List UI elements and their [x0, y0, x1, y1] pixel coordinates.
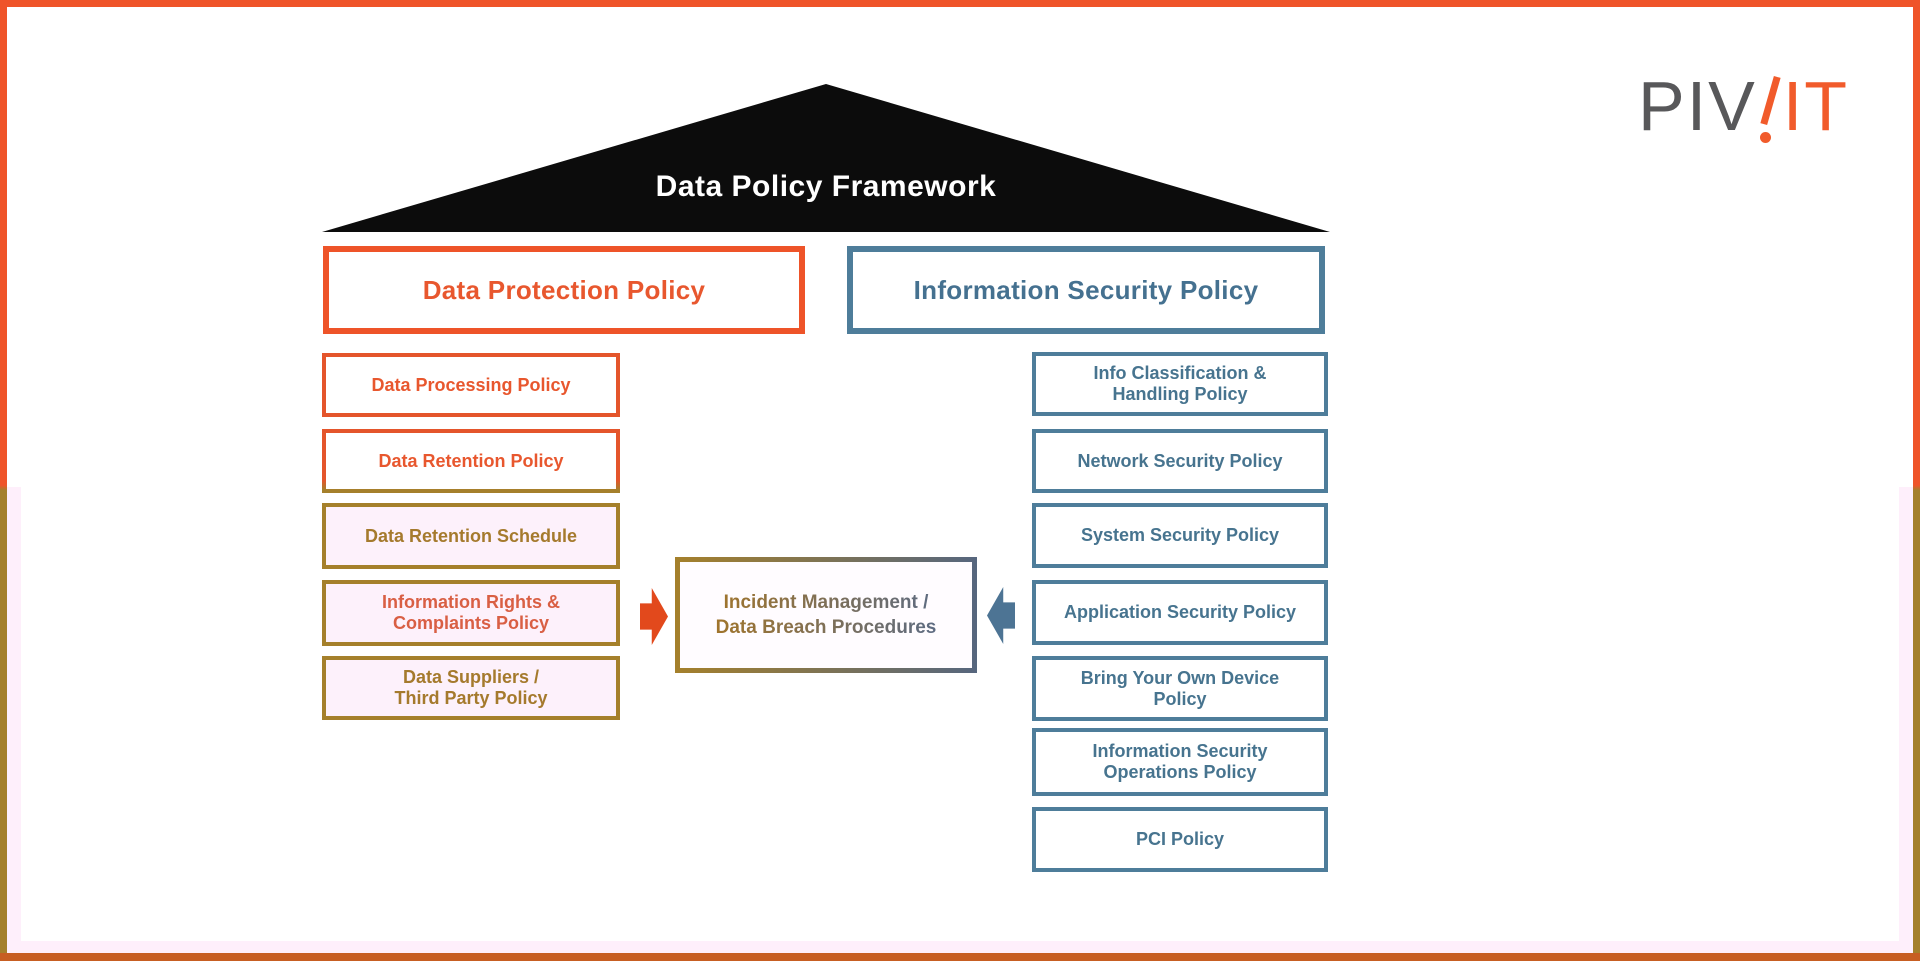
box-info-classification-handling-policy: Info Classification & Handling Policy	[1032, 352, 1328, 416]
information-security-policy-label: Information Security Policy	[913, 274, 1259, 305]
box-label: Data Retention Schedule	[364, 525, 578, 546]
box-network-security-policy: Network Security Policy	[1032, 429, 1328, 493]
box-label: Info Classification & Handling Policy	[1093, 363, 1267, 404]
box-data-retention-policy: Data Retention Policy	[322, 429, 620, 493]
box-data-retention-schedule: Data Retention Schedule	[322, 503, 620, 569]
information-security-policy-header: Information Security Policy	[847, 246, 1325, 334]
data-protection-policy-label: Data Protection Policy	[422, 274, 706, 305]
box-data-processing-policy: Data Processing Policy	[322, 353, 620, 417]
arrow-from-protection-icon	[640, 588, 668, 645]
box-label: Network Security Policy	[1077, 450, 1283, 471]
box-label: Data Suppliers / Third Party Policy	[394, 667, 548, 708]
box-system-security-policy: System Security Policy	[1032, 503, 1328, 568]
box-label: Data Processing Policy	[371, 374, 571, 395]
frame-border-right	[1913, 0, 1920, 961]
tint-strip-right	[1899, 487, 1913, 953]
logo-slash-shape	[1760, 75, 1781, 126]
frame-border-left	[0, 0, 7, 961]
box-incident-management-data-breach: Incident Management / Data Breach Proced…	[675, 557, 977, 673]
box-bring-your-own-device-policy: Bring Your Own Device Policy	[1032, 656, 1328, 721]
box-application-security-policy: Application Security Policy	[1032, 580, 1328, 645]
box-data-suppliers-third-party-policy: Data Suppliers / Third Party Policy	[322, 656, 620, 720]
arrow-from-security-icon	[987, 587, 1015, 644]
data-protection-policy-header: Data Protection Policy	[323, 246, 805, 334]
logo-exclamation-icon	[1757, 70, 1783, 150]
box-information-rights-complaints-policy: Information Rights & Complaints Policy	[322, 580, 620, 646]
incident-management-label: Incident Management / Data Breach Proced…	[715, 592, 937, 638]
box-label: System Security Policy	[1080, 525, 1280, 545]
box-label: PCI Policy	[1135, 829, 1225, 849]
box-label: Data Retention Policy	[378, 450, 564, 471]
frame-border-top	[0, 0, 1920, 7]
diagram-title: Data Policy Framework	[655, 170, 997, 203]
box-label: Information Rights & Complaints Policy	[382, 592, 560, 633]
roof-triangle: Data Policy Framework	[322, 84, 1330, 232]
logo-dot-shape	[1759, 132, 1771, 143]
box-label: Bring Your Own Device Policy	[1080, 667, 1280, 709]
box-pci-policy: PCI Policy	[1032, 807, 1328, 872]
box-information-security-operations-policy: Information Security Operations Policy	[1032, 728, 1328, 796]
box-label: Application Security Policy	[1063, 602, 1297, 622]
logo-text-gray: PIV	[1638, 67, 1757, 145]
pivit-logo: PIV IT	[1638, 70, 1849, 150]
tint-strip-bottom	[7, 941, 1913, 953]
box-label: Information Security Operations Policy	[1092, 741, 1268, 782]
frame-border-bottom	[0, 953, 1920, 961]
tint-strip-left	[7, 487, 21, 953]
logo-text-orange: IT	[1782, 67, 1850, 145]
